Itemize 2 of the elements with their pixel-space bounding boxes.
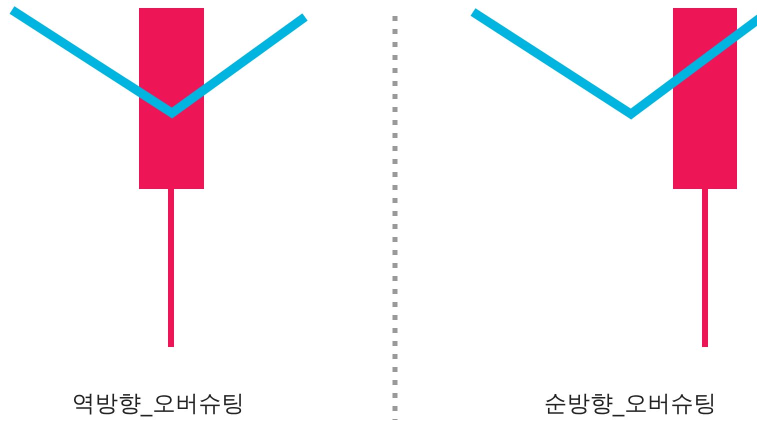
caption-text: 역방향_오버슈팅 [72,390,244,419]
caption-text: 순방향_오버슈팅 [544,390,716,419]
